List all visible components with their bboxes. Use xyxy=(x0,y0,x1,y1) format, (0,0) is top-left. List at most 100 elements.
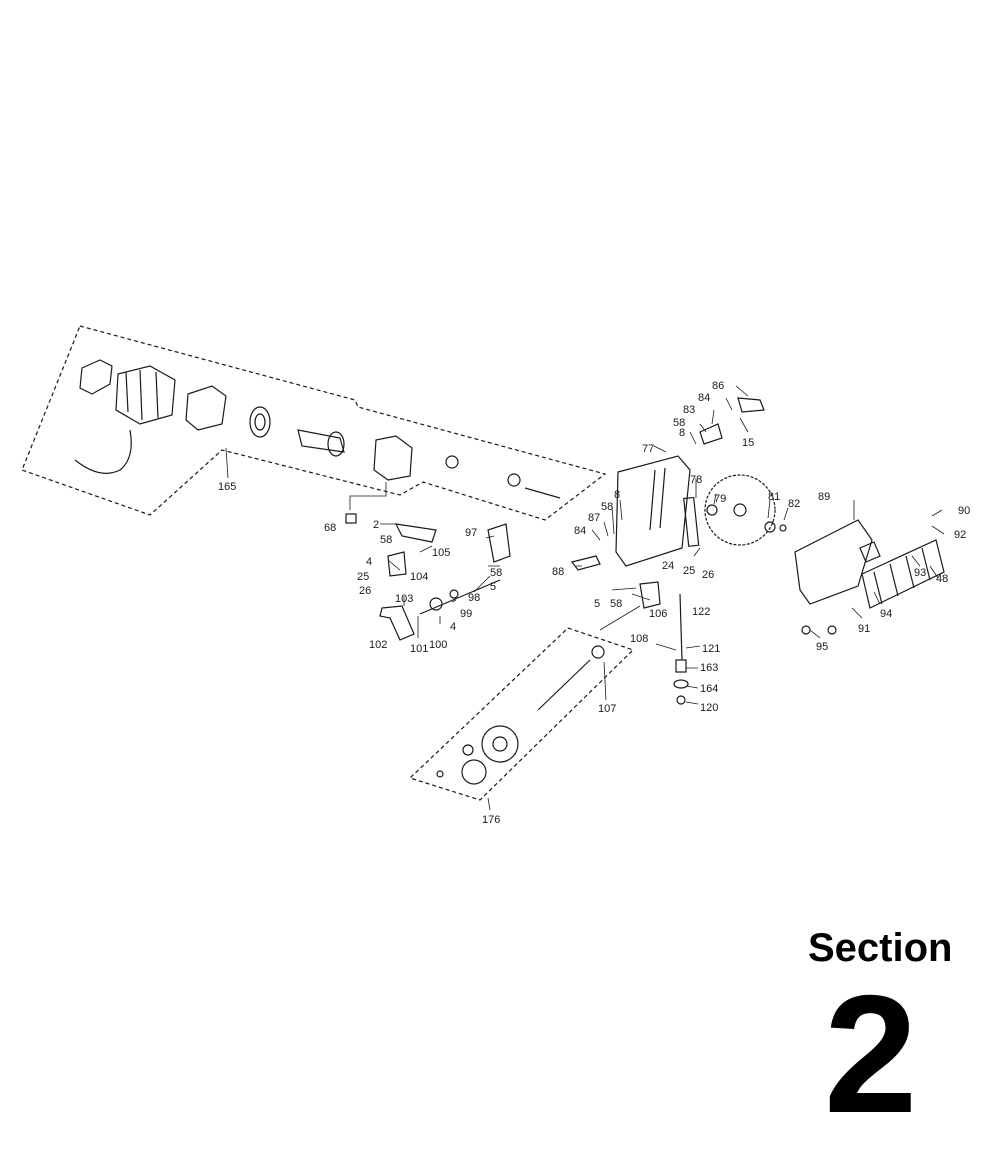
bearing-small xyxy=(445,455,459,469)
motor-housing-rib xyxy=(125,369,159,421)
bracket-106 xyxy=(639,581,661,609)
knob-small xyxy=(436,770,444,778)
part-label: 107 xyxy=(598,703,616,715)
part-label: 2 xyxy=(373,519,379,531)
part-label: 99 xyxy=(460,608,472,620)
part-label: 58 xyxy=(380,534,392,546)
part-label: 84 xyxy=(698,392,710,404)
part-label: 4 xyxy=(450,621,456,633)
part-label: 106 xyxy=(649,608,667,620)
part-label: 94 xyxy=(880,608,892,620)
fence-ribs xyxy=(873,547,931,605)
spindle-shaft xyxy=(524,487,561,499)
nut-82 xyxy=(779,524,787,532)
shaft-121 xyxy=(679,593,683,661)
part-label: 92 xyxy=(954,529,966,541)
part-label: 120 xyxy=(700,702,718,714)
foot-95b xyxy=(827,625,837,635)
part-label: 77 xyxy=(642,443,654,455)
main-plate xyxy=(615,455,691,567)
part-label: 58 xyxy=(610,598,622,610)
part-label: 84 xyxy=(574,525,586,537)
part-label: 101 xyxy=(410,643,428,655)
washer-99 xyxy=(449,589,459,599)
part-label: 108 xyxy=(630,633,648,645)
blade-guard xyxy=(794,519,873,605)
blade-guard-port xyxy=(859,541,881,563)
rod-assembly xyxy=(419,579,501,615)
part-label: 90 xyxy=(958,505,970,517)
gear-164 xyxy=(673,679,689,689)
gear-107 xyxy=(591,645,605,659)
part-label: 58 xyxy=(601,501,613,513)
flange-79 xyxy=(706,504,718,516)
bracket-104 xyxy=(387,551,407,577)
lever-105 xyxy=(394,523,437,543)
part-label: 97 xyxy=(465,527,477,539)
section-number: 2 xyxy=(824,960,918,1148)
part-label: 105 xyxy=(432,547,450,559)
bearing-ring xyxy=(249,406,271,438)
part-label: 93 xyxy=(914,567,926,579)
flange-81 xyxy=(764,521,776,533)
bracket-83 xyxy=(699,423,723,445)
handwheel xyxy=(481,725,519,763)
part-label: 98 xyxy=(468,592,480,604)
part-label: 164 xyxy=(700,683,718,695)
handle-102 xyxy=(379,605,415,641)
part-label: 165 xyxy=(218,481,236,493)
handle-86 xyxy=(737,397,765,413)
handwheel-hub xyxy=(492,736,508,752)
part-label: 5 xyxy=(594,598,600,610)
power-cord xyxy=(74,429,132,474)
assembly-176-outline xyxy=(408,627,635,801)
part-label: 58 xyxy=(490,567,502,579)
leadscrew xyxy=(537,659,591,711)
part-label: 25 xyxy=(683,565,695,577)
part-label: 26 xyxy=(702,569,714,581)
part-label: 163 xyxy=(700,662,718,674)
leader-lines xyxy=(225,385,945,811)
part-label: 87 xyxy=(588,512,600,524)
part-label: 15 xyxy=(742,437,754,449)
fence-93 xyxy=(861,539,945,609)
part-label: 121 xyxy=(702,643,720,655)
part-label: 95 xyxy=(816,641,828,653)
part-label: 58 xyxy=(673,417,685,429)
part-label: 24 xyxy=(662,560,674,572)
part-label: 82 xyxy=(788,498,800,510)
part-label: 8 xyxy=(679,427,685,439)
part-label: 81 xyxy=(768,491,780,503)
part-label: 100 xyxy=(429,639,447,651)
washer-100 xyxy=(429,597,443,611)
foot-95a xyxy=(801,625,811,635)
washer-120 xyxy=(676,695,686,705)
part-label: 102 xyxy=(369,639,387,651)
armature xyxy=(297,429,345,453)
saw-blade xyxy=(704,474,776,546)
part-label: 4 xyxy=(366,556,372,568)
bearing-small-2 xyxy=(507,473,521,487)
part-label: 91 xyxy=(858,623,870,635)
part-label: 5 xyxy=(490,581,496,593)
assembly-165-outline xyxy=(21,325,607,521)
riving-bracket xyxy=(683,496,700,547)
hand-crank xyxy=(461,759,487,785)
main-plate-slot xyxy=(649,467,666,531)
part-label: 176 xyxy=(482,814,500,826)
gear-small xyxy=(462,744,474,756)
part-label: 79 xyxy=(714,493,726,505)
motor-end-cap xyxy=(79,359,113,395)
part-label: 83 xyxy=(683,404,695,416)
stator xyxy=(185,385,227,431)
bearing-ring-inner xyxy=(254,413,266,431)
saw-blade-hub xyxy=(733,503,747,517)
part-label: 8 xyxy=(614,489,620,501)
part-label: 68 xyxy=(324,522,336,534)
part-label: 86 xyxy=(712,380,724,392)
part-label: 103 xyxy=(395,593,413,605)
collar-163 xyxy=(675,659,687,673)
part-label: 89 xyxy=(818,491,830,503)
